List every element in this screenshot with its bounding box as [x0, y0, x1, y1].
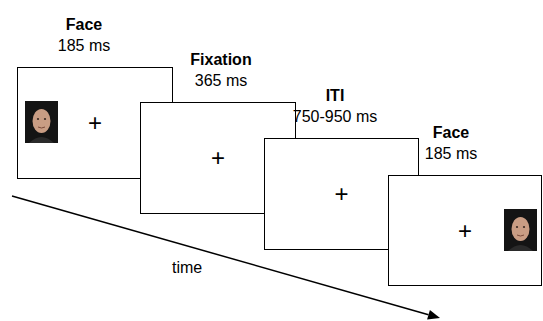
duration-label: 750-950 ms: [293, 106, 378, 127]
fixation-cross: +: [88, 111, 102, 135]
fixation-cross: +: [211, 146, 225, 170]
stimulus-screen: Face185 ms+: [388, 175, 542, 286]
screen-title: Face: [425, 122, 477, 143]
duration-label: 185 ms: [425, 143, 477, 164]
screen-title: Fixation: [190, 49, 251, 70]
fixation-cross: +: [458, 219, 472, 243]
fixation-cross: +: [334, 182, 348, 206]
duration-label: 365 ms: [190, 70, 251, 91]
duration-label: 185 ms: [58, 35, 110, 56]
axis-label: time: [172, 258, 202, 278]
screen-title: Face: [58, 14, 110, 35]
face-picture: [25, 101, 58, 143]
screen-title: ITI: [293, 85, 378, 106]
face-picture: [504, 209, 537, 251]
arrow-head: [427, 310, 440, 320]
